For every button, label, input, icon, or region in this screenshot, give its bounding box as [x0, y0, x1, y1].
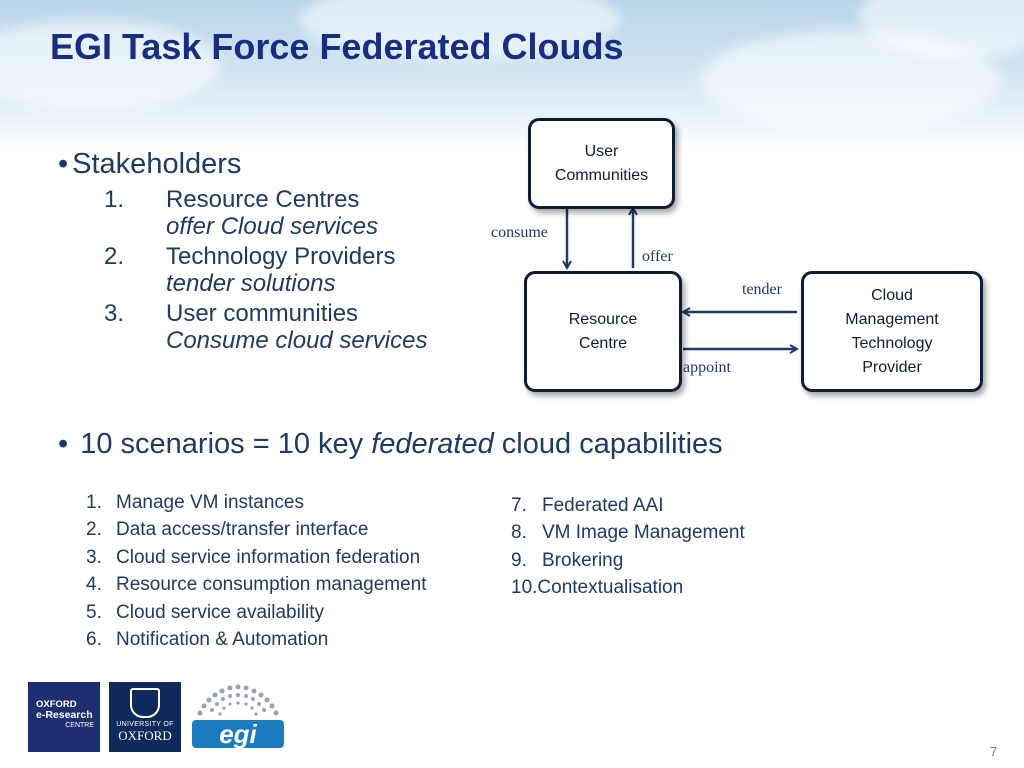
item-number: 7.	[511, 495, 527, 516]
scenarios-heading-pre: 10 scenarios = 10 key	[80, 428, 372, 460]
item-label: Manage VM instances	[116, 492, 304, 513]
capabilities-list-right: 7. Federated AAI 8. VM Image Management 9.…	[511, 492, 745, 602]
stakeholders-heading-text: Stakeholders	[72, 148, 242, 180]
node-resource-centre: Resource Centre	[524, 271, 682, 392]
item-subtitle: offer Cloud services	[166, 213, 379, 240]
logo-text: UNIVERSITY OF	[116, 721, 174, 728]
item-label: Data access/transfer interface	[116, 519, 369, 541]
oxford-university-logo: UNIVERSITY OF OXFORD	[109, 682, 181, 752]
list-item: 9. Brokering	[511, 547, 745, 574]
list-item: 1. Manage VM instances	[86, 489, 427, 516]
scenarios-heading-post: cloud capabilities	[493, 428, 723, 460]
node-label: Cloud	[871, 286, 913, 304]
node-label: Technology	[851, 334, 933, 352]
node-label: User	[584, 142, 619, 160]
list-item: 10.Contextualisation	[511, 574, 745, 601]
item-number: 10.	[511, 577, 538, 599]
list-item: 1. Resource Centres offer Cloud services	[104, 186, 427, 240]
header-background	[0, 0, 1024, 150]
list-item: 6. Notification & Automation	[86, 626, 427, 653]
item-number: 3.	[86, 546, 102, 568]
item-label: Cloud service availability	[116, 601, 325, 623]
oerc-logo: OXFORD e-Research CENTRE	[28, 682, 100, 752]
scenarios-heading-emphasis: federated	[371, 428, 494, 460]
item-label: Notification & Automation	[116, 629, 329, 651]
item-subtitle: Consume cloud services	[166, 327, 428, 354]
item-number: 8.	[511, 522, 527, 544]
crest-icon	[130, 688, 160, 718]
item-number: 1.	[104, 186, 125, 213]
logo-text: OXFORD	[36, 699, 77, 710]
node-technology-provider: Cloud Management Technology Provider	[801, 271, 983, 392]
item-number: 2.	[86, 519, 102, 541]
item-label: Cloud service information federation	[116, 546, 421, 568]
node-label: Management	[845, 310, 939, 328]
list-item: 3. User communities Consume cloud servic…	[104, 300, 427, 354]
item-label: VM Image Management	[542, 522, 745, 544]
item-subtitle: tender solutions	[166, 270, 336, 297]
scenarios-heading: • 10 scenarios = 10 key federated cloud …	[58, 428, 723, 461]
edge-label-consume: consume	[491, 224, 548, 241]
list-item: 8. VM Image Management	[511, 519, 745, 546]
item-title: User communities	[166, 300, 359, 327]
list-item: 7. Federated AAI	[511, 492, 745, 519]
list-item: 2. Technology Providers tender solutions	[104, 243, 427, 297]
edge-label-appoint: appoint	[683, 359, 731, 376]
stakeholders-list: 1. Resource Centres offer Cloud services…	[104, 186, 427, 357]
item-number: 3.	[104, 300, 125, 327]
item-number: 5.	[86, 601, 102, 623]
capabilities-list-left: 1. Manage VM instances 2. Data access/tran…	[86, 489, 427, 653]
list-item: 2. Data access/transfer interface	[86, 516, 427, 543]
node-label: Resource	[568, 310, 638, 328]
node-label: Centre	[578, 334, 627, 352]
page-number: 7	[990, 744, 998, 759]
logo-text: e-Research	[36, 709, 93, 721]
item-number: 9.	[511, 549, 527, 571]
egi-dots-icon	[197, 684, 279, 716]
list-item: 4. Resource consumption management	[86, 571, 427, 598]
item-label: Federated AAI	[542, 495, 664, 516]
logo-text: CENTRE	[65, 722, 94, 729]
item-number: 1.	[86, 492, 102, 513]
item-number: 6.	[86, 629, 102, 651]
item-number: 2.	[104, 243, 125, 270]
item-label: Resource consumption management	[116, 574, 427, 596]
node-user-communities: User Communities	[528, 118, 675, 209]
bullet-icon: •	[58, 148, 69, 180]
bullet-icon: •	[58, 428, 69, 460]
node-label: Communities	[554, 166, 649, 184]
item-label: Brokering	[542, 549, 624, 571]
list-item: 3. Cloud service information federation	[86, 544, 427, 571]
slide-title: EGI Task Force Federated Clouds	[50, 26, 624, 67]
list-item: 5. Cloud service availability	[86, 599, 427, 626]
logo-text: egi	[192, 720, 284, 748]
egi-logo: egi	[190, 682, 286, 752]
edge-label-offer: offer	[642, 248, 673, 265]
stakeholders-heading: •Stakeholders	[58, 148, 241, 181]
item-label: Contextualisation	[537, 577, 684, 599]
item-number: 4.	[86, 574, 102, 596]
edge-label-tender: tender	[742, 281, 782, 298]
node-label: Provider	[862, 358, 922, 376]
item-title: Resource Centres	[166, 186, 360, 213]
item-title: Technology Providers	[166, 243, 396, 270]
logo-text: OXFORD	[118, 728, 172, 743]
